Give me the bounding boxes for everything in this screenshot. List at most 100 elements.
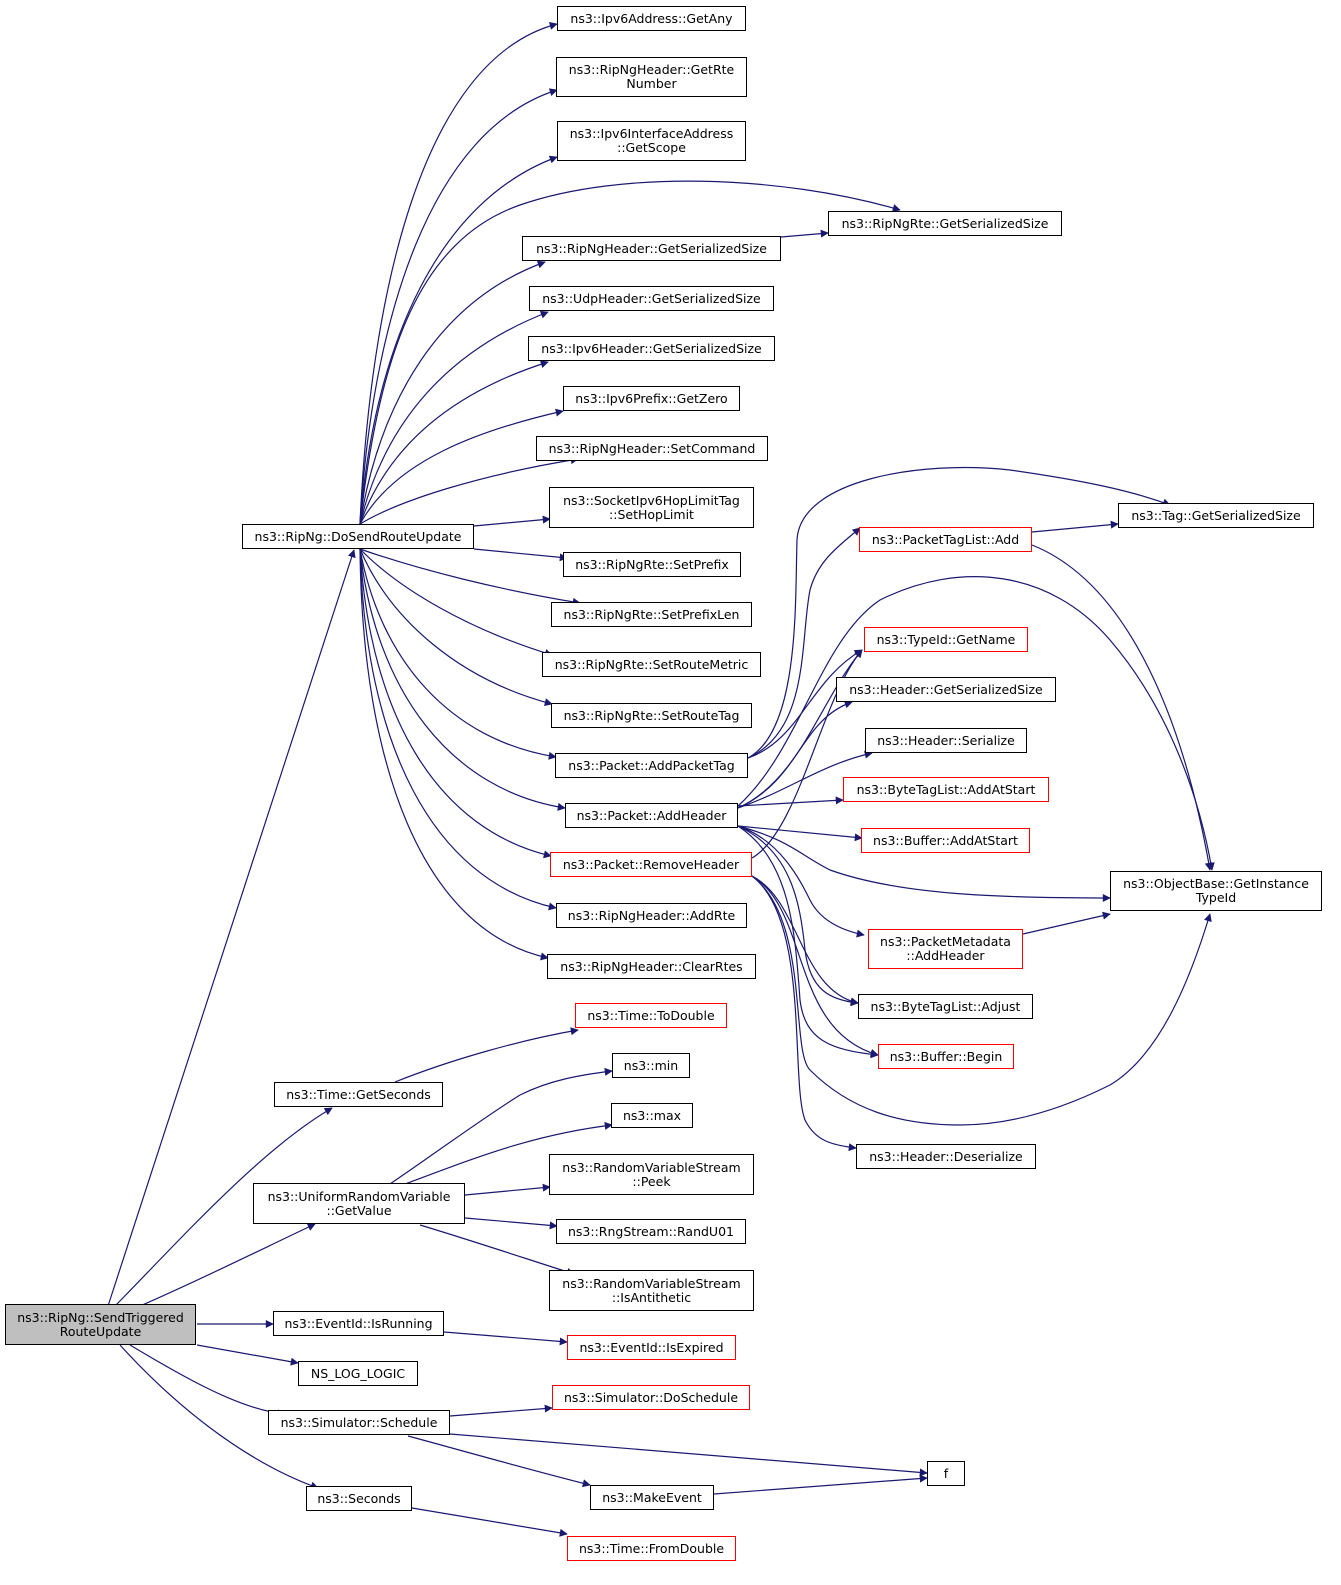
node-packet-removeheader[interactable]: ns3::Packet::RemoveHeader bbox=[550, 852, 752, 877]
node-typeid-getname[interactable]: ns3::TypeId::GetName bbox=[864, 627, 1028, 652]
edge-pmaddheader-getinstancetypeid bbox=[1022, 911, 1111, 935]
node-simulator-doschedule[interactable]: ns3::Simulator::DoSchedule bbox=[552, 1385, 750, 1410]
node-packet-addheader[interactable]: ns3::Packet::AddHeader bbox=[565, 803, 738, 828]
node-simulator-schedule[interactable]: ns3::Simulator::Schedule bbox=[268, 1410, 450, 1435]
edge-dosend-udpsersize bbox=[359, 310, 549, 525]
node-uniformrandomvariable-getvalue[interactable]: ns3::UniformRandomVariable ::GetValue bbox=[253, 1183, 465, 1224]
node-header-getserializedsize[interactable]: ns3::Header::GetSerializedSize bbox=[836, 677, 1056, 702]
node-ipv6address-getany[interactable]: ns3::Ipv6Address::GetAny bbox=[557, 6, 746, 31]
edge-addpackettag-tagsersize bbox=[747, 466, 1171, 759]
edge-dosend-setroutetag bbox=[359, 548, 553, 707]
edge-dosend-addrte bbox=[359, 548, 557, 911]
edge-addheader-pmaddheader bbox=[737, 825, 865, 938]
edge-removeheader-bufbegin bbox=[751, 875, 879, 1057]
edge-dosend-setcommand bbox=[359, 456, 579, 525]
edge-removeheader-getname bbox=[751, 649, 863, 859]
node-bytetaglist-addatstart[interactable]: ns3::ByteTagList::AddAtStart bbox=[843, 777, 1049, 802]
edge-dosend-ipv6sersize bbox=[359, 360, 549, 525]
edge-dosend-getrtenumber bbox=[359, 88, 558, 525]
node-ripngheader-clearrtes[interactable]: ns3::RipNgHeader::ClearRtes bbox=[547, 954, 756, 979]
node-tag-getserializedsize[interactable]: ns3::Tag::GetSerializedSize bbox=[1118, 503, 1314, 528]
edge-dosend-getany bbox=[359, 21, 558, 525]
node-min[interactable]: ns3::min bbox=[612, 1053, 690, 1078]
node-rngstream-randu01[interactable]: ns3::RngStream::RandU01 bbox=[556, 1219, 746, 1244]
node-ripngheader-setcommand[interactable]: ns3::RipNgHeader::SetCommand bbox=[536, 436, 768, 461]
edge-removeheader-getinstancetypeid bbox=[751, 875, 1212, 1126]
edge-dosend-rtesersize bbox=[359, 180, 901, 525]
edge-schedule-f bbox=[449, 1433, 928, 1477]
edge-schedule-makeevent bbox=[407, 1435, 591, 1488]
node-ripngrte-setroutetag[interactable]: ns3::RipNgRte::SetRouteTag bbox=[551, 703, 752, 728]
node-buffer-begin[interactable]: ns3::Buffer::Begin bbox=[878, 1044, 1014, 1069]
edge-addheader-bufbegin bbox=[737, 825, 879, 1059]
node-ripngrte-getserializedsize[interactable]: ns3::RipNgRte::GetSerializedSize bbox=[828, 211, 1062, 236]
edge-addheader-headersersize bbox=[737, 700, 853, 809]
node-randomvariablestream-isantithetic[interactable]: ns3::RandomVariableStream ::IsAntithetic bbox=[549, 1270, 754, 1311]
node-header-serialize[interactable]: ns3::Header::Serialize bbox=[865, 728, 1027, 753]
node-packet-addpackettag[interactable]: ns3::Packet::AddPacketTag bbox=[555, 753, 748, 778]
edge-ptladd-getinstancetypeid bbox=[1031, 544, 1213, 871]
node-ripngheader-getrtenumber[interactable]: ns3::RipNgHeader::GetRte Number bbox=[556, 57, 747, 97]
node-time-todouble[interactable]: ns3::Time::ToDouble bbox=[575, 1003, 727, 1028]
edge-removeheader-headerdeserialize bbox=[751, 875, 857, 1152]
node-header-deserialize[interactable]: ns3::Header::Deserialize bbox=[856, 1144, 1036, 1169]
edge-dosend-setprefixlen bbox=[359, 548, 581, 606]
edge-ptladd-tagsersize bbox=[1031, 520, 1119, 533]
edges-group bbox=[107, 21, 1215, 1537]
edge-urvgetvalue-isantithetic bbox=[419, 1224, 575, 1276]
edge-dosend-clearrtes bbox=[359, 548, 549, 961]
node-time-getseconds[interactable]: ns3::Time::GetSeconds bbox=[274, 1082, 443, 1107]
node-objectbase-getinstancetypeid[interactable]: ns3::ObjectBase::GetInstance TypeId bbox=[1110, 871, 1322, 911]
edge-hdrsersize-rtesersize bbox=[780, 229, 829, 238]
node-udpheader-getserializedsize[interactable]: ns3::UdpHeader::GetSerializedSize bbox=[529, 286, 774, 311]
edge-makeevent-f bbox=[713, 1474, 928, 1495]
node-bytetaglist-adjust[interactable]: ns3::ByteTagList::Adjust bbox=[858, 994, 1033, 1019]
node-packetmetadata-addheader[interactable]: ns3::PacketMetadata ::AddHeader bbox=[868, 929, 1023, 969]
edge-root-nsloglogic bbox=[196, 1344, 299, 1366]
node-ripngrte-setprefix[interactable]: ns3::RipNgRte::SetPrefix bbox=[563, 552, 741, 577]
node-f[interactable]: f bbox=[927, 1461, 965, 1486]
node-max[interactable]: ns3::max bbox=[611, 1103, 693, 1128]
node-packettaglist-add[interactable]: ns3::PacketTagList::Add bbox=[859, 527, 1032, 552]
node-ipv6prefix-getzero[interactable]: ns3::Ipv6Prefix::GetZero bbox=[563, 386, 740, 411]
edge-root-dosend bbox=[107, 549, 356, 1307]
edge-addheader-getinstancetypeid bbox=[737, 825, 1111, 902]
node-seconds[interactable]: ns3::Seconds bbox=[306, 1486, 412, 1511]
edge-dosend-sethoplimit bbox=[473, 515, 551, 527]
node-ripngheader-addrte[interactable]: ns3::RipNgHeader::AddRte bbox=[556, 903, 747, 928]
edge-urvgetvalue-max bbox=[404, 1121, 613, 1185]
node-do-send-route-update[interactable]: ns3::RipNg::DoSendRouteUpdate bbox=[242, 524, 474, 549]
node-ipv6interfaceaddress-getscope[interactable]: ns3::Ipv6InterfaceAddress ::GetScope bbox=[557, 121, 746, 161]
edge-dosend-addpackettag bbox=[359, 548, 557, 760]
node-ripngrte-setroutemetric[interactable]: ns3::RipNgRte::SetRouteMetric bbox=[542, 652, 761, 677]
edge-dosend-setprefix bbox=[473, 548, 568, 562]
edge-urvgetvalue-min bbox=[389, 1067, 613, 1185]
edge-addheader-headerserialize bbox=[737, 750, 873, 809]
edge-getseconds-todouble bbox=[394, 1027, 579, 1083]
edge-seconds-fromdouble bbox=[411, 1507, 568, 1537]
node-makeevent[interactable]: ns3::MakeEvent bbox=[590, 1485, 714, 1510]
edge-dosend-removeheader bbox=[359, 548, 552, 859]
edge-root-getseconds bbox=[114, 1107, 333, 1307]
node-eventid-isexpired[interactable]: ns3::EventId::IsExpired bbox=[567, 1335, 736, 1360]
node-socketipv6hoplimittag-sethoplimit[interactable]: ns3::SocketIpv6HopLimitTag ::SetHopLimit bbox=[549, 487, 754, 528]
node-ns-log-logic[interactable]: NS_LOG_LOGIC bbox=[298, 1361, 418, 1386]
edge-isrunning-isexpired bbox=[443, 1331, 568, 1346]
node-ripngheader-getserializedsize[interactable]: ns3::RipNgHeader::GetSerializedSize bbox=[522, 236, 781, 261]
edge-removeheader-btladjust bbox=[751, 875, 859, 1006]
edge-addheader-btladdatstart bbox=[737, 796, 844, 807]
edge-addpackettag-getname bbox=[747, 649, 863, 759]
edge-addheader-btladjust bbox=[737, 825, 859, 1007]
node-ipv6header-getserializedsize[interactable]: ns3::Ipv6Header::GetSerializedSize bbox=[528, 336, 775, 361]
edge-dosend-setroutemetric bbox=[359, 548, 553, 657]
edge-root-urvgetvalue bbox=[139, 1223, 316, 1307]
node-time-fromdouble[interactable]: ns3::Time::FromDouble bbox=[567, 1536, 736, 1561]
node-randomvariablestream-peek[interactable]: ns3::RandomVariableStream ::Peek bbox=[549, 1154, 754, 1195]
node-buffer-addatstart[interactable]: ns3::Buffer::AddAtStart bbox=[861, 828, 1030, 853]
edge-urvgetvalue-randu01 bbox=[464, 1217, 558, 1230]
node-ripngrte-setprefixlen[interactable]: ns3::RipNgRte::SetPrefixLen bbox=[551, 602, 752, 627]
edge-addheader-getinstancetypeid-2 bbox=[737, 576, 1215, 871]
node-eventid-isrunning[interactable]: ns3::EventId::IsRunning bbox=[273, 1311, 444, 1336]
